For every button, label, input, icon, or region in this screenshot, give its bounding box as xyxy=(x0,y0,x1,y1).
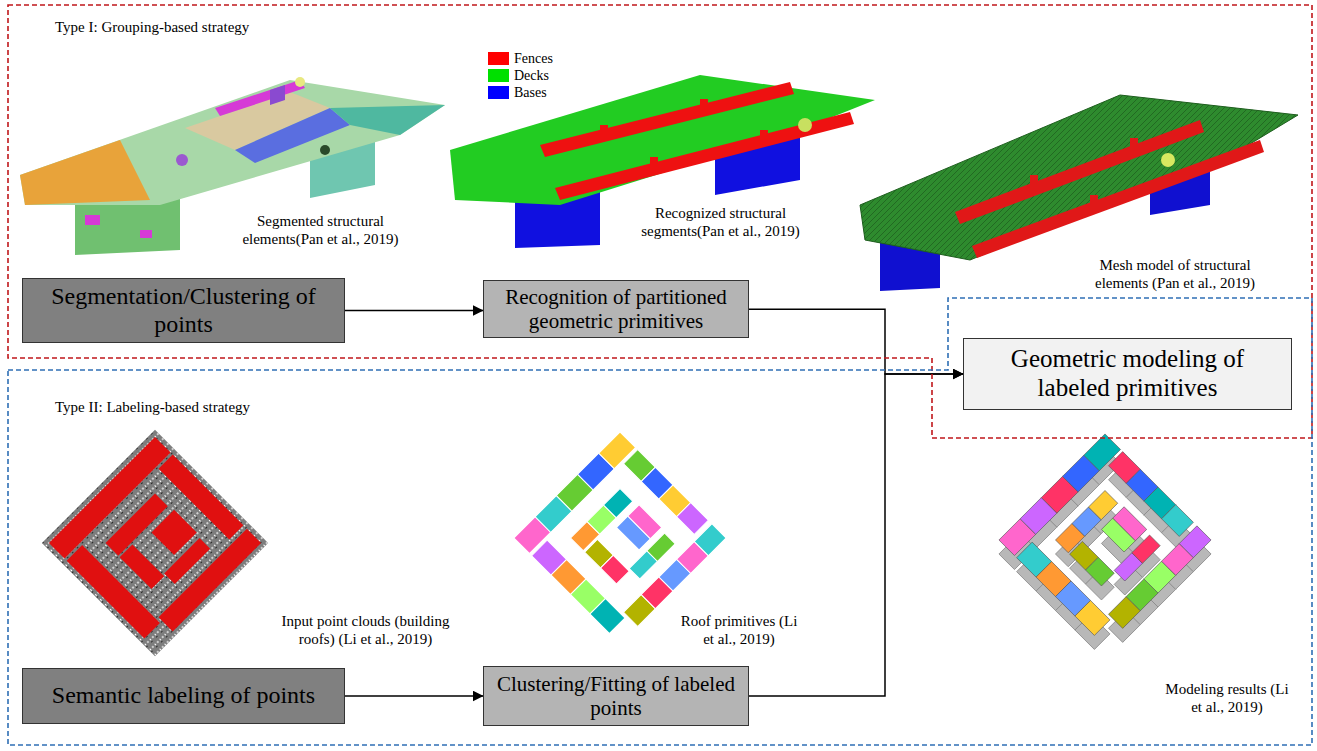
segmented-bridge xyxy=(20,77,445,255)
segmented-bridge-part xyxy=(140,230,152,238)
mesh-bridge-part xyxy=(1130,138,1138,156)
roof-primitive-blocks-part xyxy=(590,598,625,633)
flow-arrow xyxy=(345,310,483,312)
mesh-bridge-part xyxy=(860,95,1298,260)
modeling-results-part xyxy=(999,434,1211,646)
modeling-results xyxy=(999,434,1211,660)
process-box: Geometric modeling of labeled primitives xyxy=(963,338,1292,410)
segmented-bridge-part xyxy=(215,80,305,116)
box-label: Segmentation/Clustering of points xyxy=(31,283,336,338)
recognized-bridge-part xyxy=(760,130,768,146)
segmented-bridge-part xyxy=(20,140,150,205)
dashed-region-path xyxy=(8,298,1312,745)
red-roofs-part xyxy=(106,494,168,556)
roof-primitive-blocks-part xyxy=(647,533,675,561)
red-roofs-part xyxy=(120,544,165,589)
figure-caption: Segmented structural elements(Pan et al.… xyxy=(228,212,413,248)
process-box: Segmentation/Clustering of points xyxy=(22,278,345,343)
roof-primitive-blocks-part xyxy=(601,555,630,584)
process-box: Recognition of partitioned geometric pri… xyxy=(483,280,749,338)
mesh-bridge-part xyxy=(1030,175,1038,193)
red-roofs xyxy=(49,437,261,649)
strategy-region: Type I: Grouping-based strategySegmentat… xyxy=(8,5,1312,438)
legend-label: Fences xyxy=(514,51,553,67)
roof-primitive-blocks-part xyxy=(604,489,633,518)
legend-row: Bases xyxy=(488,84,553,101)
caption-holder: Modeling results (Li et al., 2019) xyxy=(1165,680,1289,716)
mesh-bridge-part xyxy=(972,140,1264,258)
recognized-bridge xyxy=(450,75,875,248)
roof-primitive-blocks-part xyxy=(677,503,709,535)
legend-swatch xyxy=(488,69,509,82)
red-roofs-part xyxy=(164,538,210,584)
segmented-bridge-part xyxy=(176,154,188,166)
segmented-bridge-part xyxy=(270,85,285,105)
recognized-bridge-part xyxy=(650,157,658,173)
figure-caption: Input point clouds (building roofs) (Li … xyxy=(268,612,463,648)
figure-caption: Modeling results (Li et al., 2019) xyxy=(1165,680,1289,716)
flow-arrow xyxy=(749,374,963,696)
roof-primitive-blocks-part xyxy=(628,505,662,539)
caption-holder: Recognized structural segments(Pan et al… xyxy=(628,204,813,240)
segmented-bridge-part xyxy=(295,77,305,87)
figure-caption: Mesh model of structural elements (Pan e… xyxy=(1075,256,1275,292)
roof-primitives xyxy=(514,432,726,644)
building-roofs-part xyxy=(1086,557,1115,586)
modeling-results-part xyxy=(999,448,1211,660)
building-roofs-part xyxy=(1162,505,1194,537)
building-roofs xyxy=(999,434,1211,646)
dashed-region-path xyxy=(8,5,1312,438)
roof-primitive-blocks xyxy=(514,432,726,644)
figure-caption: Recognized structural segments(Pan et al… xyxy=(628,204,813,240)
segmented-bridge-part xyxy=(85,215,100,225)
legend-swatch xyxy=(488,52,509,65)
recognized-bridge-part xyxy=(600,125,608,141)
process-box: Semantic labeling of points xyxy=(22,668,345,724)
flow-arrow xyxy=(345,695,483,697)
mesh-bridge-part xyxy=(860,95,1298,260)
segmented-bridge-part xyxy=(330,105,445,135)
building-roofs-part xyxy=(1113,507,1147,541)
recognized-bridge-part xyxy=(700,99,708,115)
region-title: Type I: Grouping-based strategy xyxy=(55,19,249,36)
building-roofs-part xyxy=(1089,491,1118,520)
process-box: Clustering/Fitting of labeled points xyxy=(483,666,749,726)
mesh-bridge-part xyxy=(1161,153,1175,167)
legend-row: Decks xyxy=(488,67,553,84)
segmented-bridge-part xyxy=(320,145,330,155)
segmented-bridge-part xyxy=(235,108,350,163)
recognized-bridge-part xyxy=(798,118,812,132)
color-legend: FencesDecksBases xyxy=(488,50,553,101)
red-roofs-part xyxy=(49,437,171,559)
box-label: Geometric modeling of labeled primitives xyxy=(972,345,1283,403)
caption-holder: Segmented structural elements(Pan et al.… xyxy=(228,212,413,248)
recognized-bridge-part xyxy=(555,112,854,200)
building-walls xyxy=(999,448,1211,660)
legend-swatch xyxy=(488,86,509,99)
input-point-cloud xyxy=(42,430,268,656)
recognized-bridge-part xyxy=(450,75,875,205)
caption-holder: Input point clouds (building roofs) (Li … xyxy=(268,612,463,648)
segmented-bridge-part xyxy=(20,80,445,205)
box-label: Clustering/Fitting of labeled points xyxy=(492,672,740,720)
input-point-cloud-part xyxy=(42,430,268,656)
building-roofs-part xyxy=(1132,535,1160,563)
caption-holder: Roof primitives (Li et al., 2019) xyxy=(680,612,798,648)
building-roofs-part xyxy=(1075,600,1110,635)
legend-label: Decks xyxy=(514,68,549,84)
figure-caption: Roof primitives (Li et al., 2019) xyxy=(680,612,798,648)
region-title: Type II: Labeling-based strategy xyxy=(55,399,250,416)
mesh-bridge xyxy=(860,95,1298,291)
mesh-bridge-part xyxy=(1090,195,1098,213)
box-label: Semantic labeling of points xyxy=(52,682,315,710)
legend-row: Fences xyxy=(488,50,553,67)
legend-label: Bases xyxy=(514,85,547,101)
caption-holder: Mesh model of structural elements (Pan e… xyxy=(1075,256,1275,292)
flow-arrow xyxy=(749,309,963,374)
box-label: Recognition of partitioned geometric pri… xyxy=(492,285,740,333)
